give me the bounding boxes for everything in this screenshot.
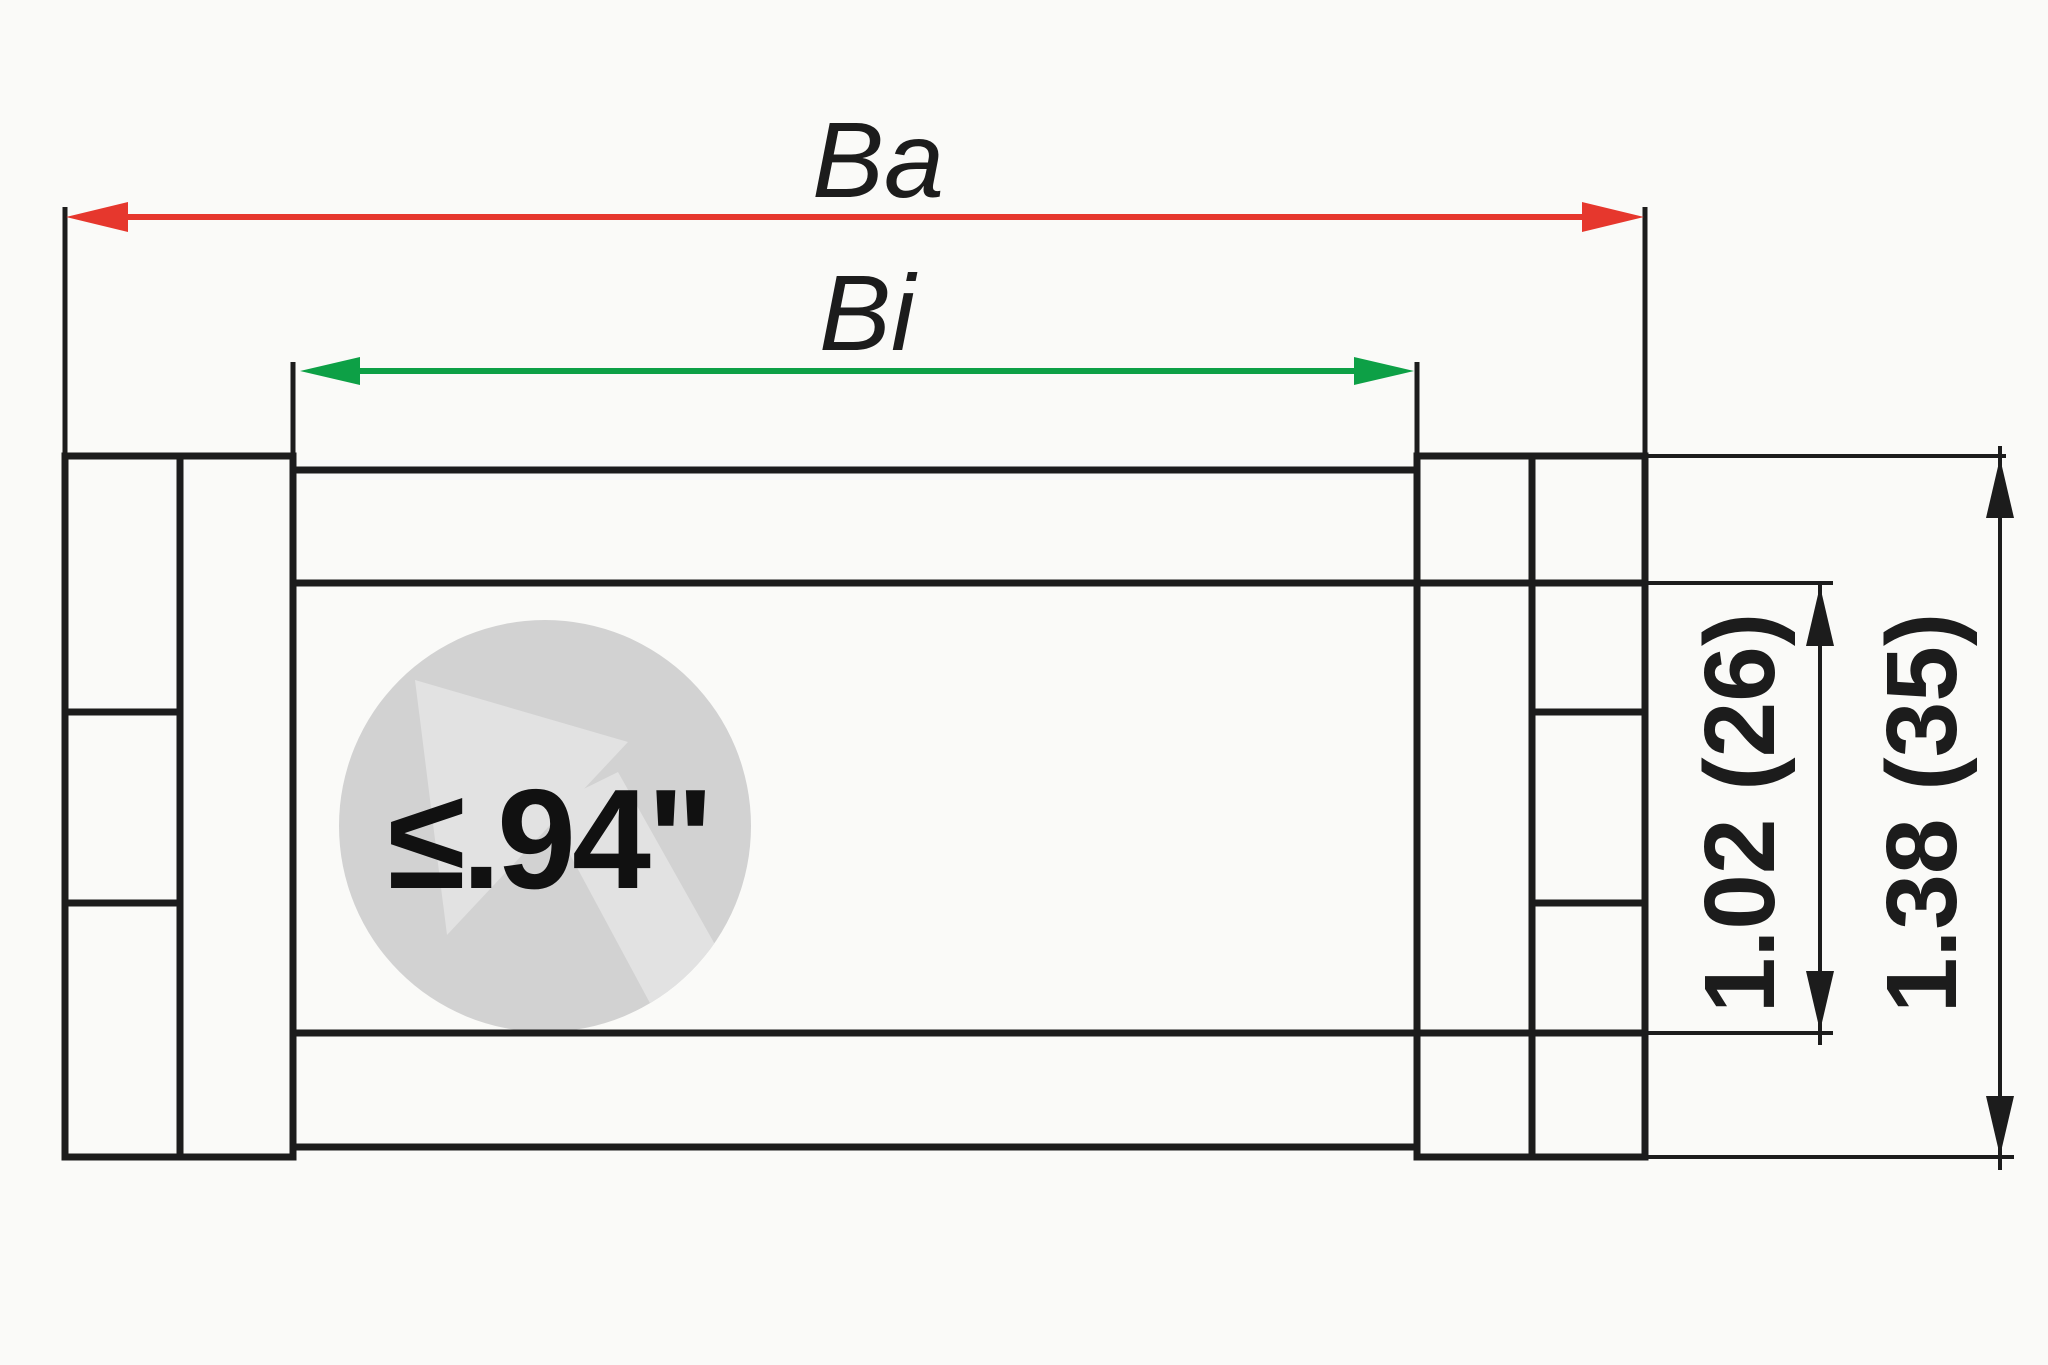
circle-watermark-group [415,680,731,1018]
max-cable-diameter-value: ≤.94" [388,760,711,919]
ba-label: Ba [812,99,944,220]
bi-label: Bi [819,252,918,373]
watermark-arrow-shaft [545,772,731,1018]
inner-height-arrowhead-bottom [1806,971,1834,1031]
ba-arrowhead-right [1582,202,1644,232]
outer-height-value: 1.38 (35) [1866,613,1978,1013]
bi-arrowhead-right [1354,357,1414,385]
inner-height-value: 1.02 (26) [1684,613,1796,1013]
bi-arrowhead-left [300,357,360,385]
outer-height-arrowhead-top [1986,458,2014,518]
outer-height-arrowhead-bottom [1986,1096,2014,1156]
inner-height-arrowhead-top [1806,586,1834,646]
watermark-arrow-head [415,680,628,935]
ba-arrowhead-left [66,202,128,232]
